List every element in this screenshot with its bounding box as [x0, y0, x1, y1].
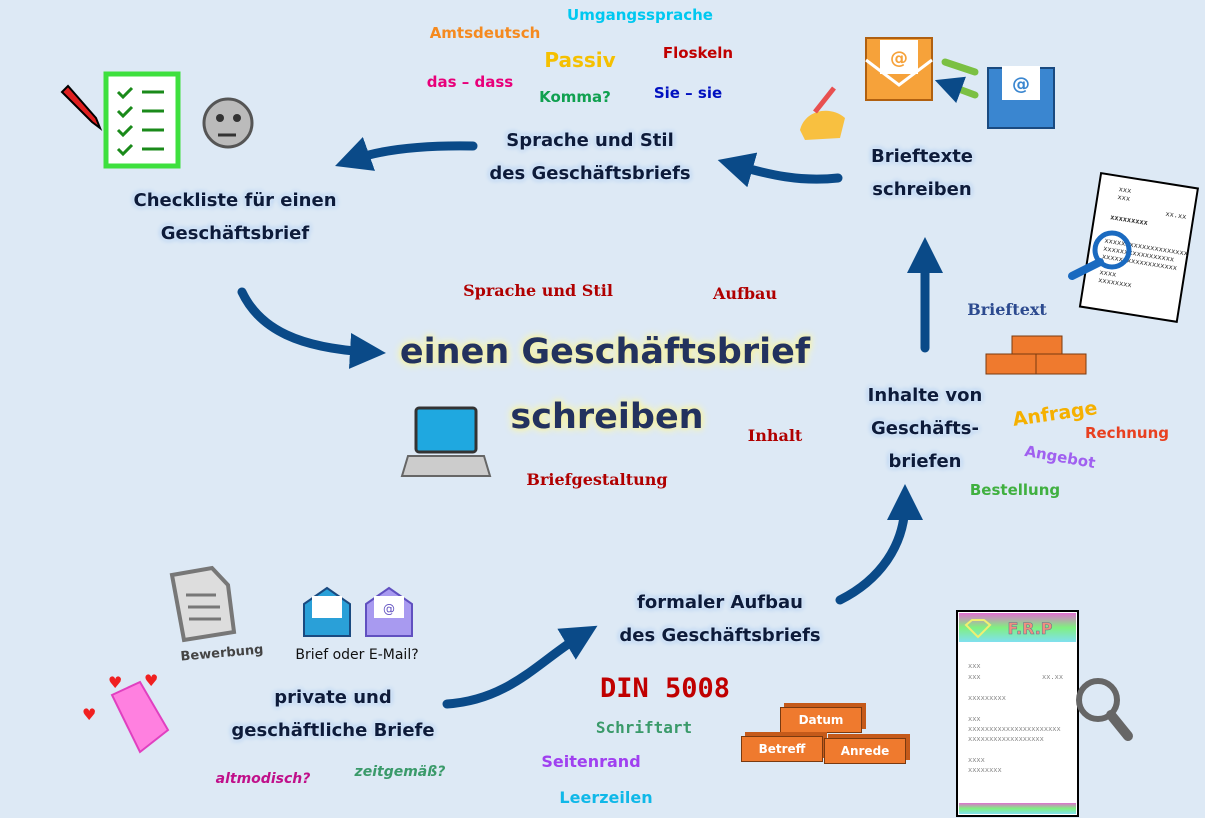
checklist-icon [103, 71, 181, 169]
node-write-line1: Brieftexte [870, 146, 974, 167]
svg-text:xxxxxxxx.xxxxxxxxxxxxxxxxxxxxx: xxxxxxxx.xxxxxxxxxxxxxxxxxxxxxxxxxxxxxxx… [968, 662, 1063, 774]
word-brieftext: Brieftext [967, 300, 1047, 319]
arrow-private-to-format [442, 625, 598, 709]
word-floskeln: Floskeln [662, 44, 734, 62]
node-checklist-line1: Checkliste für einen [133, 190, 337, 211]
word-amtsdeutsch: Amtsdeutsch [429, 24, 541, 42]
love-letter-icon: ♥ ♥ ♥ [82, 671, 170, 754]
node-private-line1: private und [274, 687, 392, 708]
topic-briefgestaltung: Briefgestaltung [526, 470, 668, 489]
node-contents-line1: Inhalte von [867, 385, 983, 406]
word-umgangssprache: Umgangssprache [567, 6, 713, 24]
pencil-icon [60, 84, 103, 131]
arrow-format-to-contents [835, 484, 923, 605]
node-format-line1: formaler Aufbau [637, 592, 803, 613]
word-seitenrand: Seitenrand [541, 752, 641, 771]
node-style: Sprache und Stil des Geschäftsbriefs [489, 124, 690, 190]
node-write-line2: schreiben [872, 179, 972, 200]
svg-text:@: @ [890, 48, 908, 69]
frp-logo-text: F.R.P [1007, 619, 1052, 638]
center-title-line1: einen Geschäftsbrief [399, 332, 811, 372]
word-komma: Komma? [539, 88, 611, 106]
topic-aufbau: Aufbau [712, 284, 778, 303]
arrow-write-to-style [717, 152, 843, 188]
laptop-icon [400, 406, 492, 477]
arrow-checklist-to-center [237, 287, 386, 369]
word-das-dass: das – dass [426, 73, 514, 91]
letter-magnifier-icon: xxxxxxxx.xxxxxxxxxxxxxxxxxxxxxxxxxxxxxxx… [1068, 172, 1200, 323]
document-icon [169, 565, 237, 643]
node-style-line1: Sprache und Stil [506, 130, 674, 151]
word-schriftart: Schriftart [595, 718, 693, 737]
word-brief-oder-email: Brief oder E-Mail? [295, 647, 419, 663]
svg-text:@: @ [1012, 74, 1030, 95]
open-envelope-icon-purple: @ [365, 586, 413, 637]
node-contents-line3: briefen [888, 451, 962, 472]
word-passiv: Passiv [544, 48, 616, 72]
topic-sprache: Sprache und Stil [463, 281, 613, 300]
open-envelope-icon-blue [303, 586, 351, 637]
writing-hand-icon [800, 86, 845, 140]
node-style-line2: des Geschäftsbriefs [489, 163, 691, 184]
word-altmodisch: altmodisch? [215, 771, 311, 787]
word-bestellung: Bestellung [969, 481, 1061, 499]
node-contents-line2: Geschäfts- [871, 418, 979, 439]
word-rechnung: Rechnung [1084, 424, 1170, 442]
node-write: Brieftexte schreiben [871, 140, 973, 206]
node-format-line2: des Geschäftsbriefs [619, 625, 821, 646]
arrow-style-to-checklist [335, 136, 478, 171]
brick-betreff: Betreff [741, 736, 823, 762]
topic-inhalt: Inhalt [747, 426, 803, 445]
email-icon-orange: @ [865, 37, 933, 101]
svg-text:♥: ♥ [108, 673, 122, 692]
exchange-arrows-icon [945, 58, 979, 95]
thinking-face-icon [202, 97, 254, 149]
svg-text:@: @ [383, 602, 395, 616]
node-checklist-line2: Geschäftsbrief [160, 223, 310, 244]
word-zeitgemaess: zeitgemäß? [354, 764, 446, 780]
word-sie-sie: Sie – sie [653, 84, 723, 102]
node-format: formaler Aufbau des Geschäftsbriefs [619, 586, 820, 652]
center-title-line2: schreiben [510, 397, 704, 437]
brick-anrede: Anrede [824, 738, 906, 764]
brick-icon-top [985, 335, 1087, 375]
word-din-5008: DIN 5008 [599, 673, 731, 704]
brick-datum: Datum [780, 707, 862, 733]
svg-text:♥: ♥ [144, 671, 158, 690]
node-private: private und geschäftliche Briefe [231, 681, 434, 747]
email-icon-blue: @ [987, 66, 1055, 129]
svg-text:♥: ♥ [82, 705, 96, 724]
node-private-line2: geschäftliche Briefe [231, 720, 435, 741]
word-leerzeilen: Leerzeilen [559, 788, 653, 807]
frp-magnifier-icon [1076, 678, 1133, 741]
